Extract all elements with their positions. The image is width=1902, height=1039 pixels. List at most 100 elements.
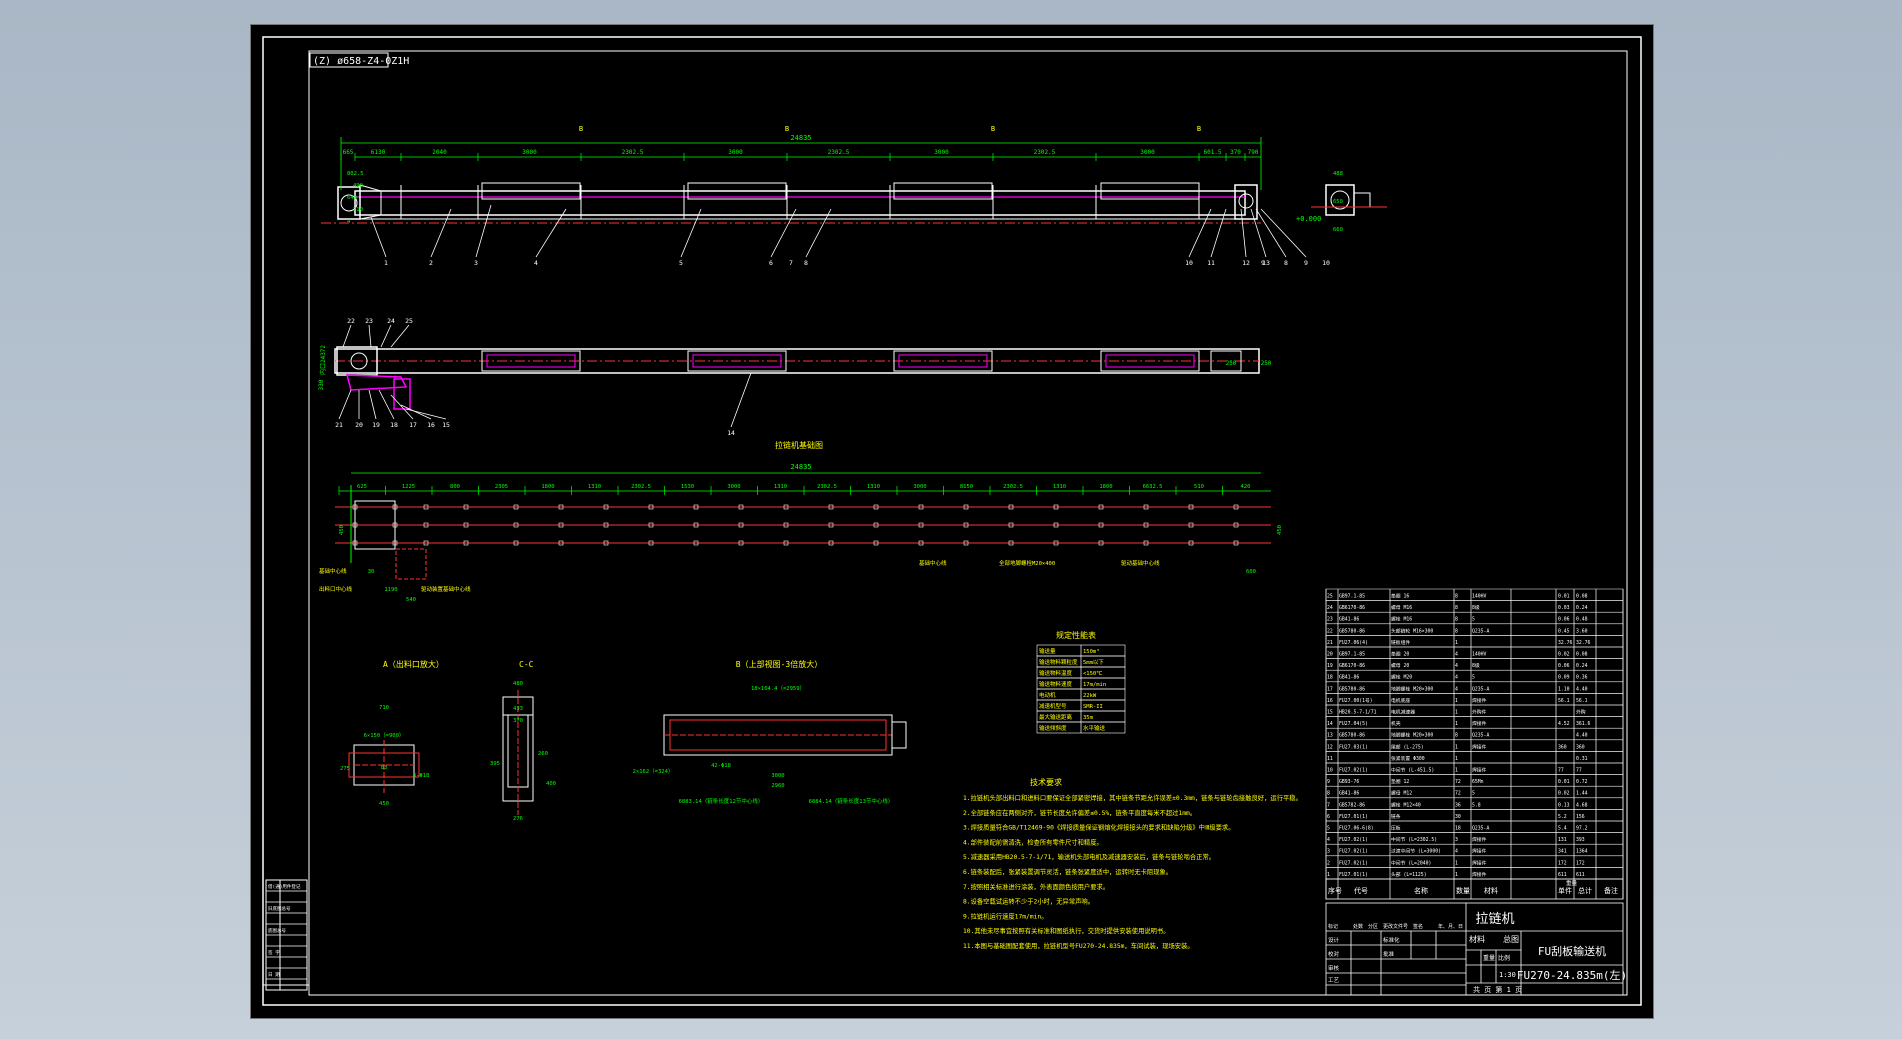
bom-cell: 393 [1576, 837, 1585, 843]
view-b-dim: 3000 [771, 773, 784, 779]
bom-cell: 11 [1327, 756, 1333, 762]
bom-cell: 1 [1455, 744, 1458, 750]
view-b-dim: 2960 [771, 783, 784, 789]
bom-cell: HB20.5-7-1/71 [1339, 710, 1377, 716]
view-b-dim: 6884.14（链条长度13节中心线） [809, 797, 894, 805]
cad-viewport[interactable]: (Z) ø658-Z4-0Z1H 借(通)用件登记旧底图总号底图总号签 字日 期 [250, 24, 1654, 1019]
bom-cell: 垫圈 16 [1391, 593, 1409, 600]
bom-cell: 360 [1558, 744, 1567, 750]
anchor-bolt-mark [558, 540, 564, 546]
view-a-dim: 83 [381, 765, 388, 771]
stamp-top-left: (Z) ø658-Z4-0Z1H [313, 56, 409, 67]
bom-cell: Q235-A [1472, 733, 1489, 739]
bom-cell: 4 [1455, 663, 1458, 669]
view-cc [502, 690, 534, 815]
section-mark: B [785, 125, 789, 133]
tech-note-line: 10.其他未尽事宜按照有关标准和图纸执行，交货时提供安装使用说明书。 [963, 926, 1170, 935]
balloon-label: 8 [1284, 259, 1288, 267]
bom-cell: 地脚螺栓 M20×300 [1391, 685, 1433, 692]
bom-cell: 23 [1327, 617, 1333, 623]
anchor-bolt-mark [1233, 504, 1239, 510]
anchor-bolt-mark [463, 522, 469, 528]
bom-header-cell: 序号 [1328, 886, 1342, 895]
bom-cell: GB97.1-85 [1339, 652, 1365, 658]
plan-dim: 内口24372 [319, 345, 327, 375]
view-cc-dim: 370 [513, 718, 523, 724]
bom-cell: 156 [1576, 814, 1585, 820]
drawing-title: FU刮板输送机 [1538, 944, 1606, 958]
anchor-bolt-mark [1098, 504, 1104, 510]
anchor-bolt-mark [603, 504, 609, 510]
bom-cell: 5.8 [1472, 802, 1481, 808]
bom-cell: FU27.02(1) [1339, 860, 1368, 866]
tech-note-line: 4.部件装配前需清洗，检查所有零件尺寸和精度。 [963, 837, 1103, 846]
anchor-bolt-mark [1008, 504, 1014, 510]
elevation-view [321, 182, 1387, 258]
anchor-bolt-mark [963, 540, 969, 546]
bom-cell: 机壳 [1391, 720, 1401, 727]
anchor-bolt-mark [648, 504, 654, 510]
bom-cell: 5 [1472, 675, 1475, 681]
top-left-dim: 4 [347, 219, 351, 225]
perf-label: 减速机型号 [1039, 702, 1067, 710]
bom-header-cell: 名称 [1414, 886, 1428, 895]
balloon-label: 17 [409, 421, 417, 429]
perf-value: <150℃ [1083, 671, 1103, 677]
bom-cell: FU27.06(4) [1339, 640, 1368, 646]
found-dim-segment: 1225 [402, 484, 415, 490]
bom-cell: 1 [1455, 860, 1458, 866]
balloon-label: 10 [1185, 259, 1193, 267]
top-dim-segment: 2302.5 [1034, 149, 1056, 156]
anchor-bolt-mark [1188, 504, 1194, 510]
view-b-dim: 18×164.4（=2959） [751, 685, 805, 692]
found-dim-segment: 1800 [541, 484, 554, 490]
left-strip-label: 旧底图总号 [268, 905, 291, 912]
bom-cell: 0.13 [1558, 802, 1570, 808]
tech-note-line: 1.拉链机头部出料口和进料口要保证全部紧密焊接，其中链条节距允许误差±0.3mm… [963, 793, 1302, 802]
bom-cell: 1 [1455, 872, 1458, 878]
top-left-dim: 802.5 [347, 171, 364, 177]
section-mark: B [579, 125, 583, 133]
title-sign-label: 处数 [1353, 923, 1363, 930]
tech-note-line: 8.设备空载试运转不少于2小时，无异常声响。 [963, 897, 1094, 906]
balloon-label: 8 [804, 259, 808, 267]
bom-cell: 0.06 [1558, 617, 1570, 623]
top-right-dim: 488 [1333, 171, 1343, 177]
bom-cell: 0.08 [1576, 652, 1588, 658]
bom-cell: 0.48 [1576, 617, 1588, 623]
anchor-bolt-mark [1143, 540, 1149, 546]
balloon-label: 18 [390, 421, 398, 429]
bom-cell: 焊接件 [1472, 836, 1487, 843]
bom-cell: 1 [1455, 710, 1458, 716]
bom-cell: 18 [1327, 675, 1333, 681]
view-b [663, 714, 907, 756]
anchor-bolt-mark [1143, 504, 1149, 510]
bom-cell: 13 [1327, 733, 1333, 739]
bom-cell: 螺栓 M20 [1391, 674, 1412, 681]
title-sign-label: 标记 [1328, 923, 1338, 930]
bom-cell: 中间节 (L=2302.5) [1391, 836, 1437, 843]
title-role-label: 设计 [1328, 936, 1340, 944]
bom-cell: 8 [1455, 594, 1458, 600]
tech-title: 技术要求 [1030, 777, 1062, 787]
section-mark: B [1197, 125, 1201, 133]
perf-label: 输送量 [1039, 647, 1056, 655]
bom-cell: GB5780-86 [1339, 686, 1365, 692]
inner-frame [308, 50, 1628, 996]
top-dim-segment: 2302.5 [828, 149, 850, 156]
title-sign-label: 签名 [1413, 923, 1423, 930]
bom-header-cell: 总计 [1578, 886, 1592, 895]
view-a-dim: 450 [379, 801, 389, 807]
section-mark: B [991, 125, 995, 133]
found-dim-segment: 1310 [774, 484, 787, 490]
anchor-bolt-mark [648, 540, 654, 546]
bom-cell: 4 [1455, 686, 1458, 692]
title-role-label: 校对 [1328, 950, 1340, 958]
anchor-bolt-mark [1143, 522, 1149, 528]
view-cc-dim: 400 [546, 781, 556, 787]
perf-value: 17m/min [1083, 682, 1106, 688]
bom-cell: 0.02 [1558, 652, 1570, 658]
bom-cell: 焊接件 [1472, 697, 1487, 704]
bom-cell: 地脚螺栓 M20×300 [1391, 732, 1433, 739]
